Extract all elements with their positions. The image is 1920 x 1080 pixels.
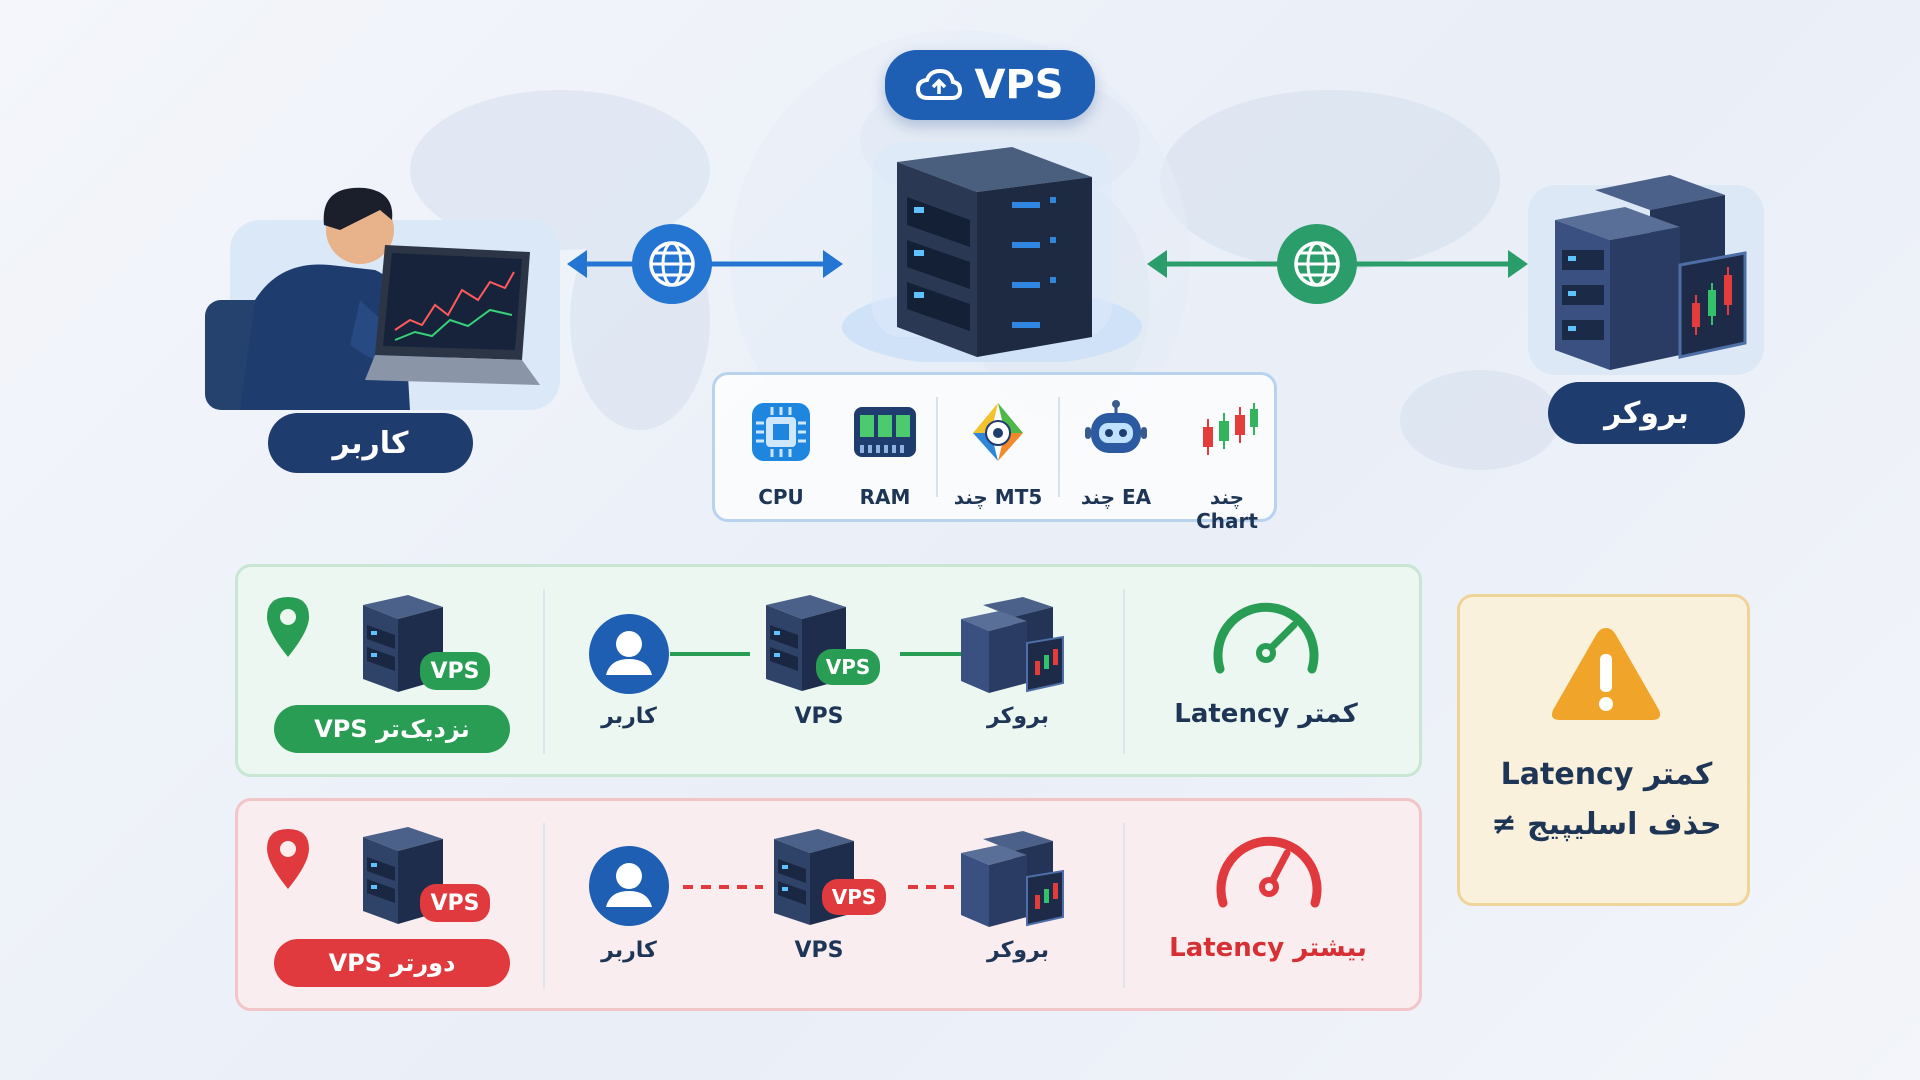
spec-label: چند Chart: [1196, 485, 1258, 533]
warning-panel: Latency کمتر ≠ حذف اسلیپیج: [1457, 594, 1750, 906]
spec-chart: چند Chart: [1177, 399, 1277, 533]
user-label-pill: کاربر: [268, 413, 473, 473]
spec-mt5: چند MT5: [948, 399, 1048, 509]
vps-spec-panel: CPU RAM چند MT5 چند EA: [712, 372, 1277, 533]
user-avatar-icon: [589, 614, 669, 694]
far-vps-row: VPS VPS دورتر کاربر VPS VPS بروکر Latenc…: [235, 798, 1422, 1011]
vps-title-text: VPS: [974, 62, 1064, 108]
vps-badge: VPS: [420, 652, 490, 690]
row-divider: [1123, 589, 1125, 754]
trader-illustration: [205, 187, 560, 410]
node-vps-label: VPS: [794, 938, 844, 963]
ram-icon: [854, 407, 916, 457]
cpu-icon: [752, 403, 810, 461]
mt5-icon: [973, 403, 1023, 461]
spec-label: چند MT5: [953, 485, 1043, 509]
near-vps-row: VPS VPS نزدیک‌تر کاربر VPS VPS بروکر Lat…: [235, 564, 1422, 777]
candlestick-icon: [1203, 403, 1258, 455]
warning-line-1: Latency کمتر: [1500, 757, 1713, 792]
speedometer-low-icon: [1213, 602, 1319, 674]
spec-label: CPU: [758, 485, 804, 509]
vps-badge: VPS: [816, 649, 880, 685]
node-user-label: کاربر: [601, 704, 657, 729]
broker-label-pill: بروکر: [1548, 382, 1745, 444]
vps-badge: VPS: [420, 884, 490, 922]
node-broker-label: بروکر: [986, 938, 1050, 963]
cloud-icon: [916, 68, 963, 100]
globe-icon: [649, 241, 695, 287]
vps-title-pill: VPS: [885, 50, 1095, 120]
row-divider: [1123, 823, 1125, 988]
far-vps-node-icon: [774, 829, 854, 925]
near-vps-pill: VPS نزدیک‌تر: [274, 705, 510, 753]
globe-icon: [1294, 241, 1340, 287]
row-divider: [543, 823, 545, 988]
node-broker-label: بروکر: [986, 704, 1050, 729]
spec-ram: RAM: [835, 399, 935, 509]
vps-badge: VPS: [822, 879, 886, 915]
robot-icon: [1085, 400, 1147, 453]
near-broker-node-icon: [961, 597, 1064, 693]
far-broker-node-icon: [961, 831, 1064, 927]
warning-line-2: ≠ حذف اسلیپیج: [1491, 807, 1722, 842]
spec-label: چند EA: [1080, 485, 1152, 509]
location-pin-icon: [267, 597, 309, 657]
broker-server-icon: [1528, 175, 1764, 375]
far-latency-label: Latency بیشتر: [1169, 933, 1367, 963]
speedometer-high-icon: [1216, 836, 1322, 908]
spec-label: RAM: [859, 485, 911, 509]
spec-ea: چند EA: [1066, 399, 1166, 509]
near-vps-server-icon: [363, 595, 443, 692]
spec-divider: [936, 397, 938, 497]
spec-cpu: CPU: [731, 399, 831, 509]
near-latency-label: Latency کمتر: [1174, 699, 1358, 729]
node-vps-label: VPS: [794, 704, 844, 729]
spec-divider: [1058, 397, 1060, 497]
row-divider: [543, 589, 545, 754]
vps-server-icon: [842, 142, 1142, 362]
warning-triangle-icon: [1551, 628, 1661, 720]
user-avatar-icon: [589, 846, 669, 926]
location-pin-icon: [267, 829, 309, 889]
node-user-label: کاربر: [601, 938, 657, 963]
user-vps-connection: [567, 224, 843, 304]
far-vps-pill: VPS دورتر: [274, 939, 510, 987]
